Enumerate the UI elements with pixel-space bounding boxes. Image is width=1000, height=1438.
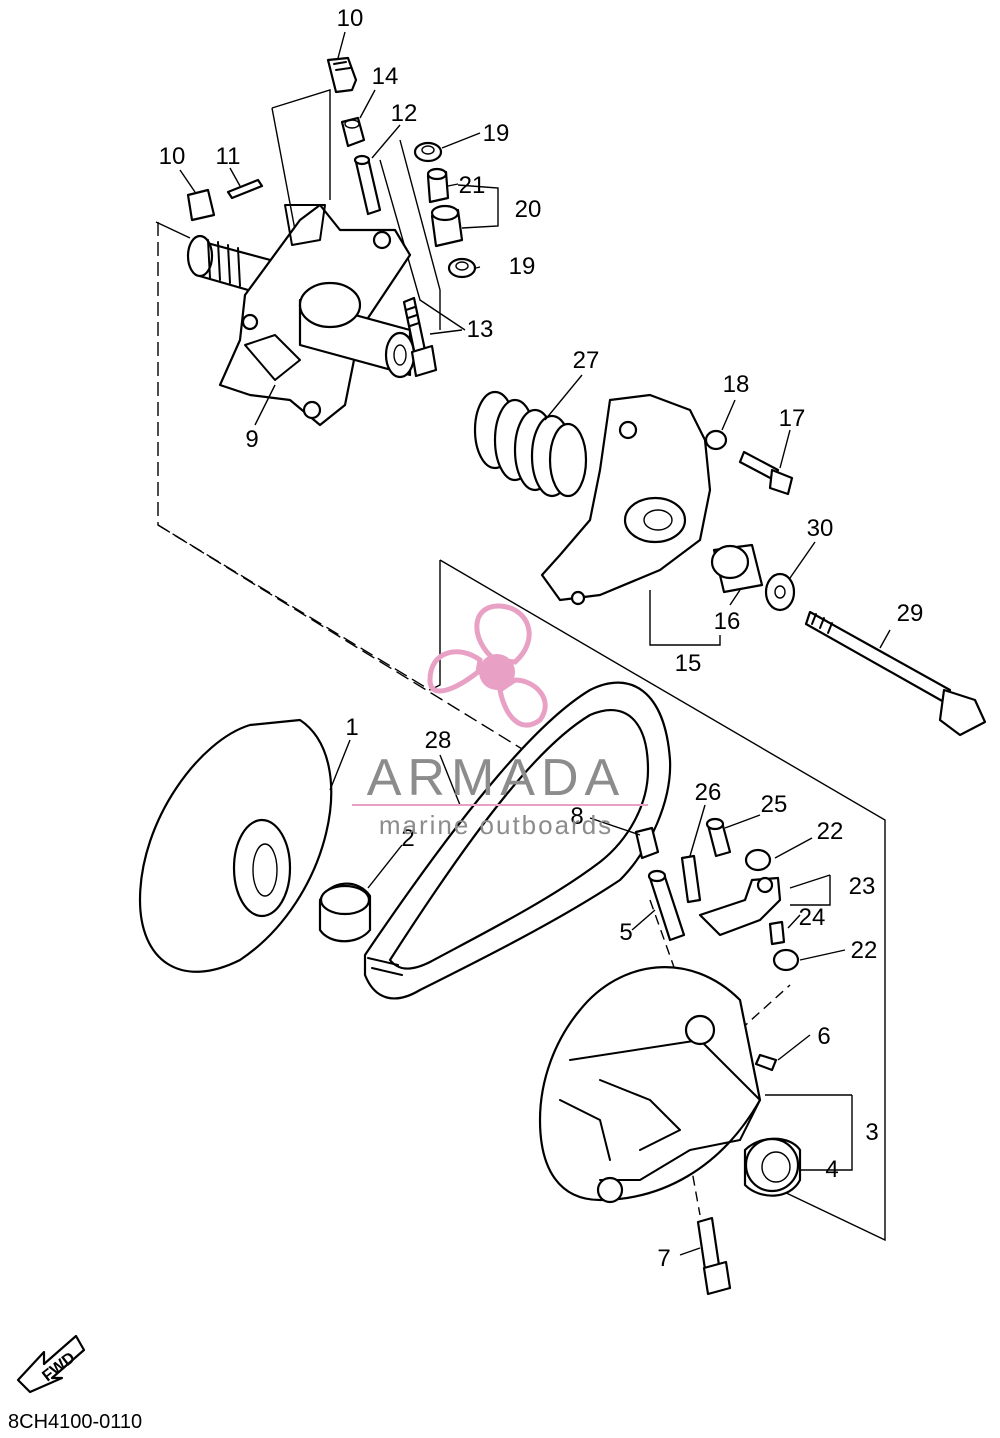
- callout-3: 3: [865, 1119, 878, 1146]
- belt-28: [363, 681, 672, 1000]
- callout-29: 29: [897, 600, 924, 627]
- callout-17: 17: [779, 405, 806, 432]
- cover-15: [540, 393, 712, 606]
- callout-labels: 10 14 12 19 10 11 21 20 19 13 27 18 17 9…: [159, 5, 924, 1272]
- callout-13: 13: [467, 316, 494, 343]
- pin-6: [754, 1053, 778, 1072]
- washer-19-top: [413, 141, 443, 163]
- weight-10-left: [186, 188, 216, 222]
- callout-21: 21: [459, 172, 486, 199]
- callout-20: 20: [515, 196, 542, 223]
- callout-14: 14: [372, 63, 399, 90]
- callout-15: 15: [675, 650, 702, 677]
- bolt-7: [696, 1216, 732, 1296]
- pin-25: [705, 817, 732, 858]
- movable-sheave-3: [538, 966, 762, 1204]
- callout-30: 30: [807, 515, 834, 542]
- callout-27: 27: [573, 347, 600, 374]
- callout-10-top: 10: [337, 5, 364, 32]
- weight-10-top: [326, 56, 358, 94]
- pin-24: [768, 920, 786, 946]
- callout-leaders: [179, 31, 891, 1256]
- sheave-1: [138, 718, 333, 973]
- callout-11: 11: [216, 143, 241, 170]
- bushing-4: [743, 1137, 802, 1197]
- callout-12: 12: [391, 100, 418, 127]
- callout-5: 5: [619, 919, 632, 946]
- callout-1: 1: [345, 714, 358, 741]
- bolt-29: [804, 610, 987, 737]
- bushing-21: [426, 167, 450, 204]
- washer-18: [704, 429, 728, 451]
- nut-14: [340, 116, 366, 148]
- pin-26: [680, 854, 702, 904]
- callout-19-bottom: 19: [509, 253, 536, 280]
- spider-assembly: [186, 203, 416, 427]
- bolt-13: [402, 296, 438, 378]
- washer-19-bottom: [447, 257, 477, 279]
- washer-22-top: [744, 848, 772, 872]
- nut-8: [634, 826, 660, 860]
- spring-27: [473, 390, 588, 498]
- watermark-tagline: marine outboards: [379, 810, 613, 840]
- shaft-5: [647, 869, 686, 942]
- callout-16: 16: [714, 608, 741, 635]
- callout-26: 26: [695, 779, 722, 806]
- bushing-16: [710, 543, 764, 594]
- collar-2: [318, 882, 372, 943]
- callout-2: 2: [401, 825, 414, 852]
- arm-23: [698, 876, 782, 937]
- callout-19-top: 19: [483, 120, 510, 147]
- washer-30: [764, 572, 796, 612]
- roller-20: [430, 204, 464, 248]
- fwd-arrow-icon: FWD: [16, 1334, 86, 1394]
- pin-11: [226, 178, 264, 200]
- callout-8: 8: [570, 803, 583, 830]
- callout-6: 6: [817, 1023, 830, 1050]
- callout-9: 9: [245, 426, 258, 453]
- callout-23: 23: [849, 873, 876, 900]
- callout-4: 4: [825, 1156, 838, 1183]
- callout-18: 18: [723, 371, 750, 398]
- callout-28: 28: [425, 727, 452, 754]
- watermark-brand: ARMADA: [367, 749, 625, 807]
- callout-10-left: 10: [159, 143, 186, 170]
- washer-22-bottom: [772, 948, 800, 972]
- callout-7: 7: [657, 1245, 670, 1272]
- callout-25: 25: [761, 791, 788, 818]
- callout-22-bottom: 22: [851, 937, 878, 964]
- bolt-17: [738, 450, 794, 496]
- callout-24: 24: [799, 904, 826, 931]
- watermark: ARMADA marine outboards: [352, 603, 648, 840]
- pin-12: [353, 154, 382, 216]
- callout-22-top: 22: [817, 818, 844, 845]
- propeller-logo: [427, 603, 548, 728]
- diagram-code: 8CH4100-0110: [8, 1411, 142, 1433]
